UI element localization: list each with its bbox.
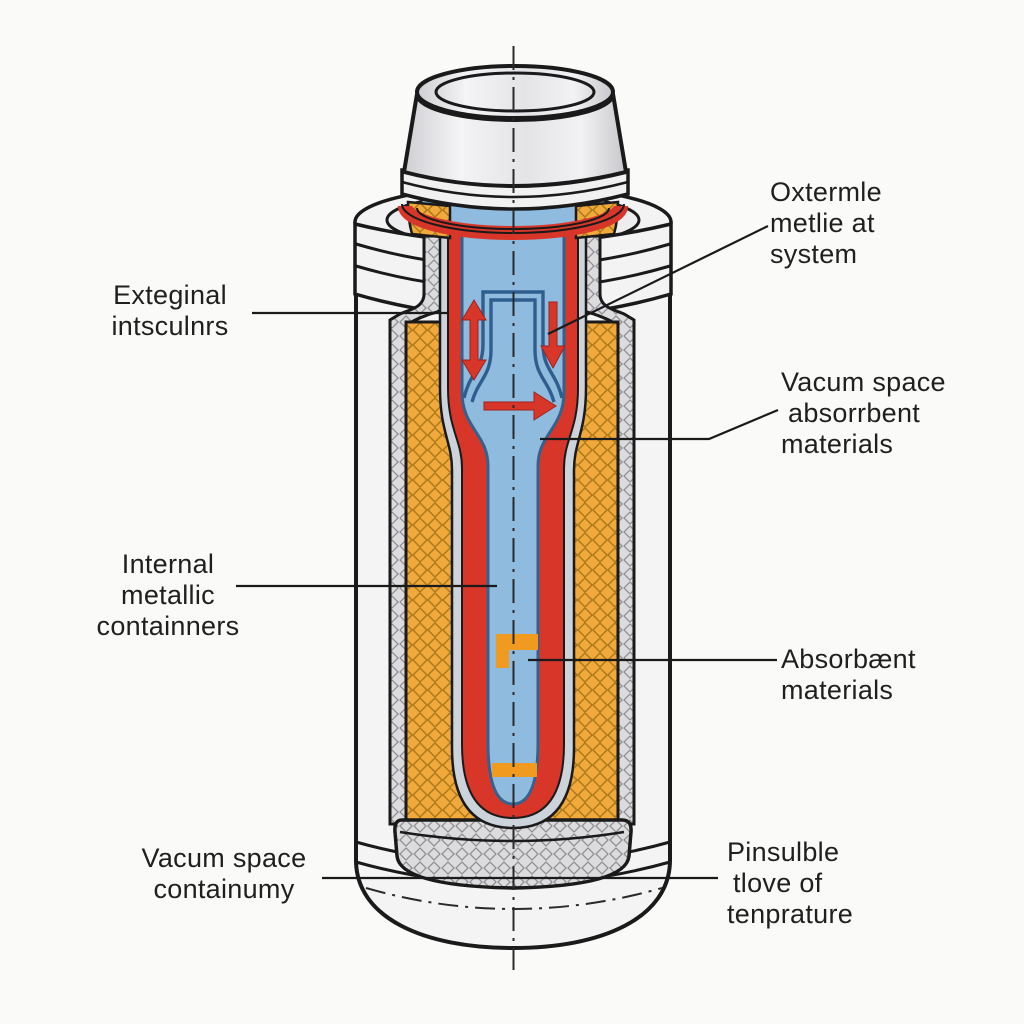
label-line: containumy: [153, 874, 295, 904]
down-arrow-icon: [540, 301, 566, 370]
right-arrow-icon: [483, 391, 557, 421]
tube-markers: [492, 634, 538, 777]
label-line: tenprature: [727, 899, 854, 929]
label-line: containners: [96, 611, 240, 641]
label-line: Pinsulble: [727, 837, 840, 867]
cap-top-outer: [415, 64, 615, 120]
label-external-insulator: Exteginal intsculnrs: [70, 280, 270, 342]
label-line: Absorbænt: [781, 644, 916, 674]
label-line: absorrbent: [788, 398, 921, 428]
label-absorbent-materials: Absorbænt materials: [781, 644, 1001, 706]
marker-bracket: [496, 634, 538, 668]
label-line: Exteginal: [113, 280, 227, 310]
bottom-centerline-arc: [365, 887, 663, 910]
label-line: materials: [781, 429, 894, 459]
label-line: intsculnrs: [111, 311, 229, 341]
label-internal-metallic-container: Internal metallic containners: [68, 549, 268, 642]
up-down-arrow-icon: [461, 299, 487, 381]
leader-right-top: [547, 225, 769, 335]
cap: [400, 64, 630, 211]
marker-bar: [492, 763, 537, 777]
label-line: tlove of: [733, 868, 823, 898]
leader-right-upper: [540, 408, 779, 441]
convection-arrows: [461, 299, 566, 421]
label-vacuum-space-container: Vacum space containumy: [118, 843, 330, 905]
label-external-metal-system: Oxtermle metlie at system: [770, 177, 990, 270]
label-line: system: [770, 239, 858, 269]
label-vacuum-space-absorbent: Vacum space absorrbent materials: [781, 367, 1001, 460]
label-line: Internal: [121, 549, 215, 579]
label-line: metallic: [121, 580, 215, 610]
label-line: Vacum space: [781, 367, 946, 397]
label-line: materials: [781, 675, 894, 705]
label-line: Oxtermle: [770, 177, 882, 207]
label-line: metlie at: [770, 208, 875, 238]
label-line: Vacum space: [141, 843, 307, 873]
centerlines: [365, 46, 663, 970]
leader-lines: [236, 225, 779, 880]
cap-top-inner: [434, 71, 596, 113]
label-level-of-temperature: Pinsulble tlove of tenprature: [727, 837, 947, 930]
